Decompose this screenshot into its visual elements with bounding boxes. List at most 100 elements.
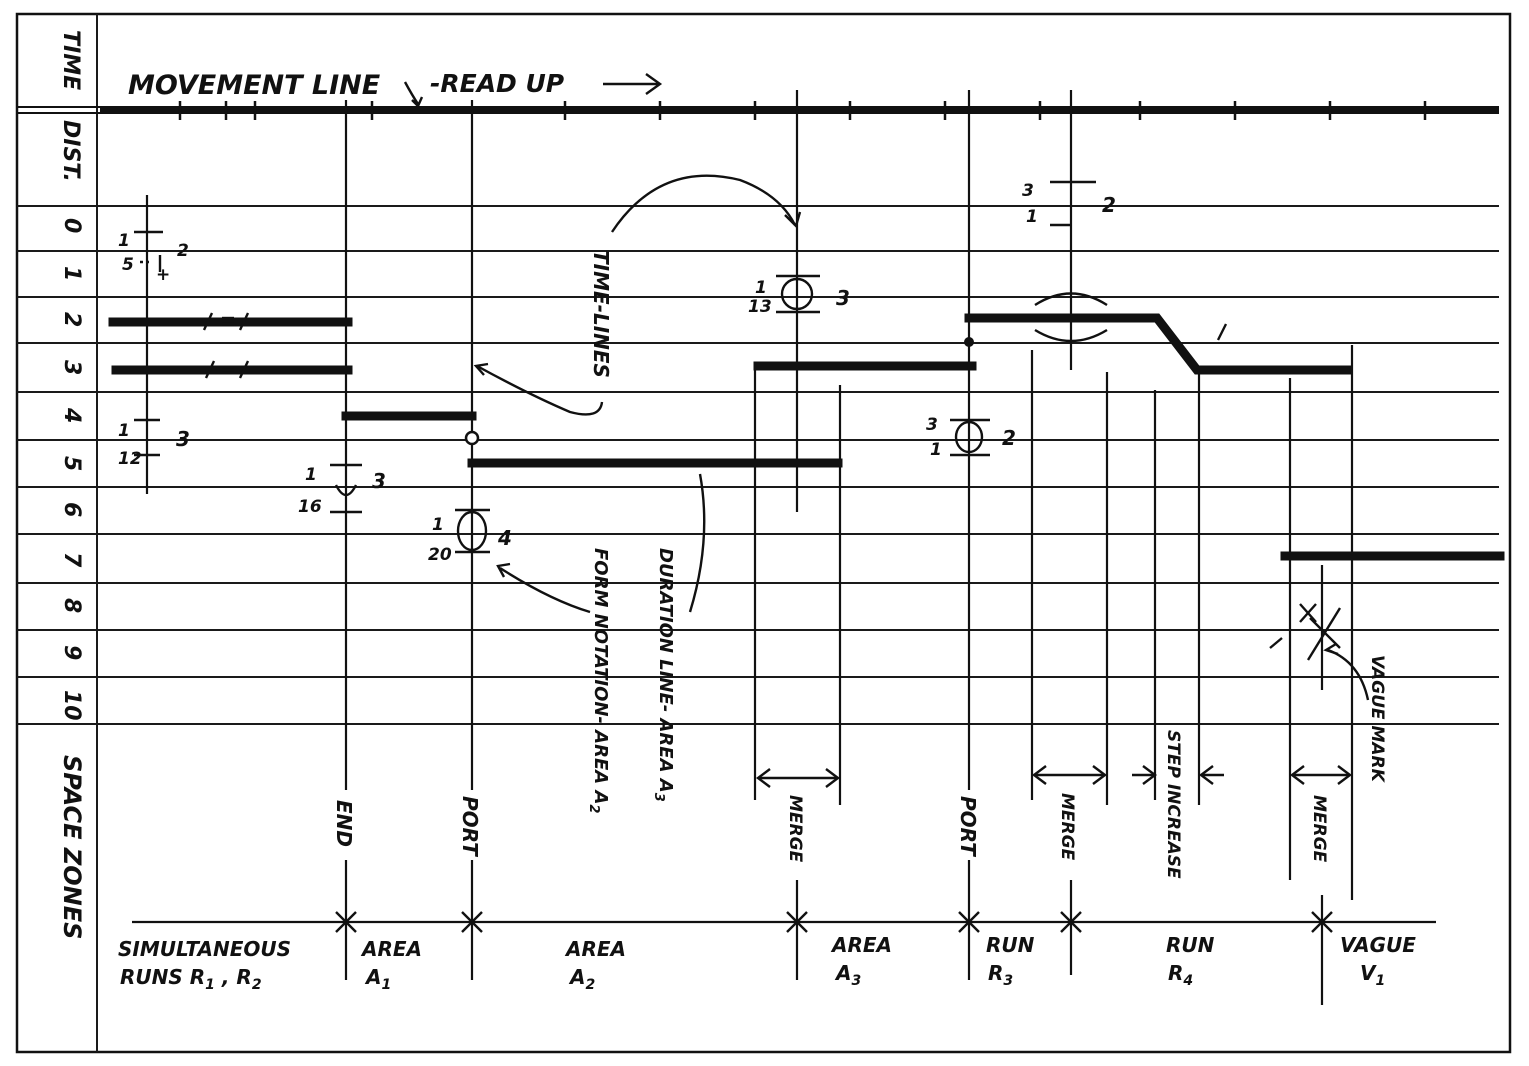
zone-label-simultaneous-runs: RUNS R1 , R2 bbox=[120, 965, 262, 993]
zone-label-sub: 1 bbox=[205, 977, 215, 993]
form-notation-value: 3 bbox=[836, 286, 850, 310]
zone-label-text: R bbox=[988, 961, 1003, 985]
form-notation-value: 1 bbox=[1026, 207, 1038, 227]
zone-label-text: A bbox=[568, 965, 585, 989]
vague-mark-cross bbox=[1269, 603, 1342, 661]
form-notation-value: 1 bbox=[930, 440, 942, 460]
duration-line-annotation-text: DURATION LINE- AREA A bbox=[655, 548, 676, 793]
zone-label-area: AREA bbox=[564, 937, 626, 961]
zone-label-text: A bbox=[834, 961, 851, 985]
row-number: 8 bbox=[59, 598, 84, 613]
form-notation-value: 2 bbox=[177, 241, 189, 261]
form-notation-value: 1 bbox=[305, 465, 317, 485]
zone-label-text: V bbox=[1360, 961, 1377, 985]
form-notation-value: 3 bbox=[176, 427, 190, 451]
zone-label-sub: 3 bbox=[1003, 973, 1013, 989]
row-number: 3 bbox=[59, 360, 84, 375]
read-up-label: -READ UP bbox=[430, 69, 564, 98]
movement-line-arrow-icon bbox=[403, 81, 424, 109]
marker-merge: MERGE bbox=[785, 795, 805, 863]
form-notation-value: 12 bbox=[118, 449, 142, 469]
form-notation-6: 3 1 2 bbox=[1022, 180, 1116, 343]
zone-label-run: RUN bbox=[986, 933, 1035, 957]
row-number: 1 bbox=[59, 266, 84, 281]
read-up-arrow-icon bbox=[603, 73, 663, 95]
dist-axis-label: DIST. bbox=[58, 120, 83, 182]
space-zones-label: SPACE ZONES bbox=[58, 755, 86, 939]
zone-label-simultaneous: SIMULTANEOUS bbox=[118, 937, 291, 961]
zone-label-text: , R bbox=[215, 965, 252, 989]
form-notation-value: 16 bbox=[298, 497, 322, 517]
zone-width-arrows bbox=[756, 765, 1352, 788]
zone-label-sub: 4 bbox=[1182, 973, 1193, 989]
form-notation-value: 1 bbox=[432, 515, 444, 535]
time-lines bbox=[145, 90, 1354, 1005]
form-notation-value: 20 bbox=[428, 545, 452, 565]
zone-label-sub: 1 bbox=[381, 977, 391, 993]
zone-label-run: RUN bbox=[1166, 933, 1215, 957]
form-notation-annotation-text: FORM NOTATION- AREA A bbox=[590, 548, 611, 804]
zone-label-sub: 3 bbox=[851, 973, 861, 989]
row-number: 6 bbox=[59, 502, 84, 517]
space-zone-markers: END PORT MERGE PORT MERGE STEP INCREASE … bbox=[332, 730, 1329, 879]
movement-line bbox=[17, 101, 1499, 120]
form-notation-value: 2 bbox=[1002, 426, 1016, 450]
form-notation-annotation: FORM NOTATION- AREA A2 bbox=[586, 548, 611, 813]
form-notation-7: 3 1 2 bbox=[926, 415, 1016, 460]
form-notation-value: 1 bbox=[118, 231, 130, 251]
form-notation-value: 3 bbox=[1022, 181, 1034, 201]
form-notation-value: 1 bbox=[755, 278, 767, 298]
marker-merge: MERGE bbox=[1309, 795, 1329, 863]
marker-step-increase: STEP INCREASE bbox=[1163, 730, 1183, 879]
zone-label-text: R bbox=[1168, 961, 1183, 985]
form-notation-2: 1 12 3 bbox=[118, 418, 190, 469]
form-notation-annotation-sub: 2 bbox=[586, 804, 601, 813]
movement-line-label: MOVEMENT LINE bbox=[128, 70, 381, 101]
step-tick bbox=[1216, 323, 1228, 341]
annotation-arrows bbox=[473, 174, 1370, 701]
form-notation-value: 4 bbox=[497, 526, 512, 550]
zone-label-area: AREA bbox=[360, 937, 422, 961]
marker-port: PORT bbox=[956, 796, 980, 857]
row-number: 10 bbox=[59, 690, 84, 721]
distance-grid bbox=[17, 205, 1499, 725]
form-notation-5: 1 13 3 bbox=[748, 274, 850, 317]
zone-label-area: AREA bbox=[830, 933, 892, 957]
zone-label-vague-id: V1 bbox=[1360, 961, 1385, 989]
zone-label-sub: 1 bbox=[1375, 973, 1385, 989]
zone-label-text: A bbox=[364, 965, 381, 989]
row-number: 0 bbox=[59, 218, 84, 233]
form-notation-value: 13 bbox=[748, 297, 772, 317]
zone-label-area-id: A1 bbox=[364, 965, 391, 993]
distance-row-numbers: 0 1 2 3 4 5 6 7 8 9 10 bbox=[59, 218, 84, 721]
duration-line-annotation: DURATION LINE- AREA A3 bbox=[651, 548, 676, 802]
form-notation-value: 5 bbox=[122, 255, 134, 275]
junction-dot bbox=[464, 430, 480, 446]
run-break-marks bbox=[202, 312, 250, 379]
marker-merge: MERGE bbox=[1057, 793, 1077, 861]
zone-labels: SIMULTANEOUS RUNS R1 , R2 AREA A1 AREA A… bbox=[118, 933, 1416, 993]
row-number: 2 bbox=[59, 312, 84, 327]
row-number: 7 bbox=[59, 552, 84, 568]
junction-dot bbox=[964, 337, 974, 347]
form-notation-3: 1 16 3 bbox=[298, 463, 386, 517]
time-lines-annotation: TIME-LINES bbox=[589, 250, 613, 378]
zone-label-run-id: R4 bbox=[1168, 961, 1193, 989]
zone-label-sub: 2 bbox=[585, 977, 595, 993]
zone-label-run-id: R3 bbox=[988, 961, 1013, 989]
time-axis-label: TIME bbox=[58, 30, 83, 90]
zone-label-sub: 2 bbox=[252, 977, 262, 993]
form-notation-value: 3 bbox=[926, 415, 938, 435]
vague-mark-annotation: VAGUE MARK bbox=[1367, 655, 1387, 784]
form-notation-value: 1 bbox=[118, 421, 130, 441]
row-number: 9 bbox=[59, 645, 84, 660]
duration-lines bbox=[108, 313, 1505, 561]
zone-label-vague: VAGUE bbox=[1340, 933, 1416, 957]
row-number: 5 bbox=[59, 456, 84, 471]
form-notation-value: 2 bbox=[1102, 193, 1116, 217]
form-notation-value: 3 bbox=[372, 469, 386, 493]
zone-label-text: RUNS R bbox=[120, 965, 205, 989]
marker-end: END bbox=[332, 800, 356, 847]
form-notation-4: 1 20 4 bbox=[428, 508, 512, 565]
